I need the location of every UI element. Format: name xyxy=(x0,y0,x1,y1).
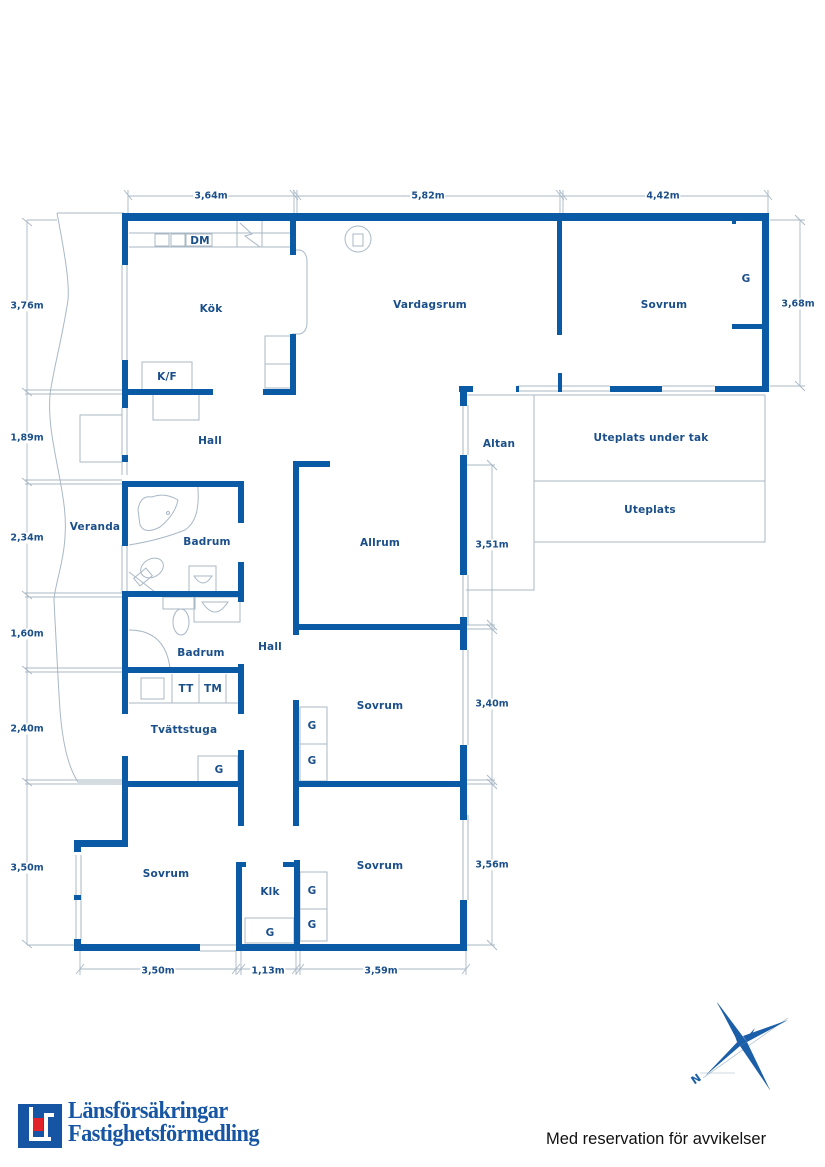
room-label-covered-patio: Uteplats under tak xyxy=(593,432,709,444)
room-label-hall-upper: Hall xyxy=(198,435,222,447)
brand-name-line2: Fastighetsförmedling xyxy=(68,1121,260,1147)
dimension-top-kitchen: 3,64m xyxy=(193,190,229,202)
dimension-left-2: 1,89m xyxy=(9,432,45,444)
fixture-dishwasher: DM xyxy=(190,235,210,247)
room-label-bedroom-se: Sovrum xyxy=(356,860,404,872)
room-label-closet: Klk xyxy=(260,886,280,898)
room-label-bedroom-mid: Sovrum xyxy=(356,700,404,712)
fixture-wardrobe: G xyxy=(307,919,317,931)
dimension-left-6: 3,50m xyxy=(9,862,45,874)
room-label-bathroom-2: Badrum xyxy=(177,647,225,659)
room-label-bathroom-1: Badrum xyxy=(183,536,231,548)
room-label-laundry: Tvättstuga xyxy=(150,724,218,736)
floor-plan-drawing xyxy=(21,189,806,975)
fixture-tumble-dryer: TT xyxy=(178,683,194,695)
fixture-fridge-freezer: K/F xyxy=(157,371,177,383)
compass-rose-icon: N xyxy=(689,1002,789,1091)
dimension-left-1: 3,76m xyxy=(9,300,45,312)
dimension-right-3: 3,40m xyxy=(474,698,510,710)
disclaimer-text: Med reservation för avvikelser xyxy=(546,1130,767,1148)
dimension-bottom-2: 1,13m xyxy=(250,965,286,977)
dimension-bottom-1: 3,50m xyxy=(140,965,176,977)
room-label-veranda: Veranda xyxy=(69,521,121,533)
dimension-right-2: 3,51m xyxy=(474,539,510,551)
dimension-left-4: 1,60m xyxy=(9,628,45,640)
fixture-wardrobe: G xyxy=(307,755,317,767)
room-label-allrum: Allrum xyxy=(359,537,401,549)
room-label-hall-lower: Hall xyxy=(258,641,282,653)
brand-name-line1: Länsförsäkringar xyxy=(68,1098,228,1124)
brand-logo: Länsförsäkringar Fastighetsförmedling xyxy=(18,1098,308,1153)
fixture-wardrobe: G xyxy=(265,927,275,939)
room-label-kitchen: Kök xyxy=(199,303,223,315)
dimension-bottom-3: 3,59m xyxy=(363,965,399,977)
dimension-right-4: 3,56m xyxy=(474,859,510,871)
dimension-left-5: 2,40m xyxy=(9,723,45,735)
fixture-wardrobe: G xyxy=(307,720,317,732)
dimension-top-bedroom: 4,42m xyxy=(645,190,681,202)
brand-logo-icon xyxy=(18,1104,62,1148)
fixture-wardrobe: G xyxy=(307,885,317,897)
dimension-right-1: 3,68m xyxy=(780,298,816,310)
room-label-patio: Uteplats xyxy=(624,504,676,516)
brand-name: Länsförsäkringar Fastighetsförmedling xyxy=(68,1098,260,1147)
fixture-washing-machine: TM xyxy=(203,683,223,695)
room-label-bedroom-ne: Sovrum xyxy=(640,299,688,311)
room-label-bedroom-sw: Sovrum xyxy=(142,868,190,880)
dimension-left-3: 2,34m xyxy=(9,532,45,544)
room-label-altan: Altan xyxy=(482,438,516,450)
fixture-wardrobe: G xyxy=(741,273,751,285)
svg-text:N: N xyxy=(689,1071,704,1087)
room-label-living-room: Vardagsrum xyxy=(393,299,467,311)
dimension-top-living: 5,82m xyxy=(410,190,446,202)
fixture-wardrobe: G xyxy=(214,764,224,776)
